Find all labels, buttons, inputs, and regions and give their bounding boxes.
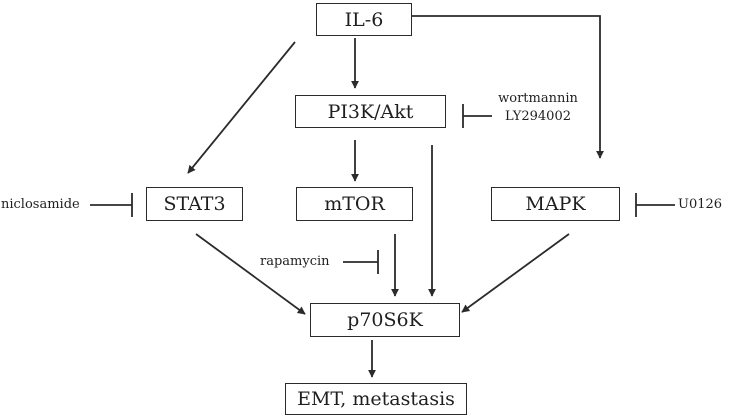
inhibitor-pi3k-labels: wortmannin LY294002 [493,90,583,126]
node-il6-label: IL-6 [344,8,384,31]
inhibitor-wortmannin: wortmannin [498,91,578,106]
node-mapk-label: MAPK [525,193,586,215]
inhibitor-ly294002: LY294002 [504,109,571,124]
inhibitor-niclosamide: niclosamide [1,197,80,212]
arrow-il6-to-mapk [412,15,604,159]
node-il6: IL-6 [316,3,412,36]
arrow-stat3-to-p70s6k [195,233,306,315]
node-stat3: STAT3 [146,187,243,221]
node-emt-metastasis-label: EMT, metastasis [297,388,455,410]
node-mtor: mTOR [296,187,413,221]
node-p70s6k: p70S6K [310,303,460,337]
node-emt-metastasis: EMT, metastasis [285,383,467,415]
node-mapk: MAPK [491,187,620,221]
inhibitor-rapamycin: rapamycin [260,254,330,269]
node-p70s6k-label: p70S6K [347,309,423,331]
node-mtor-label: mTOR [324,193,385,215]
node-pi3k-akt-label: PI3K/Akt [327,100,414,123]
arrow-il6-to-stat3 [187,41,296,174]
arrow-mapk-to-p70s6k [461,233,570,313]
node-stat3-label: STAT3 [163,193,226,215]
node-pi3k-akt: PI3K/Akt [295,95,446,128]
inhibitor-u0126: U0126 [678,197,723,212]
